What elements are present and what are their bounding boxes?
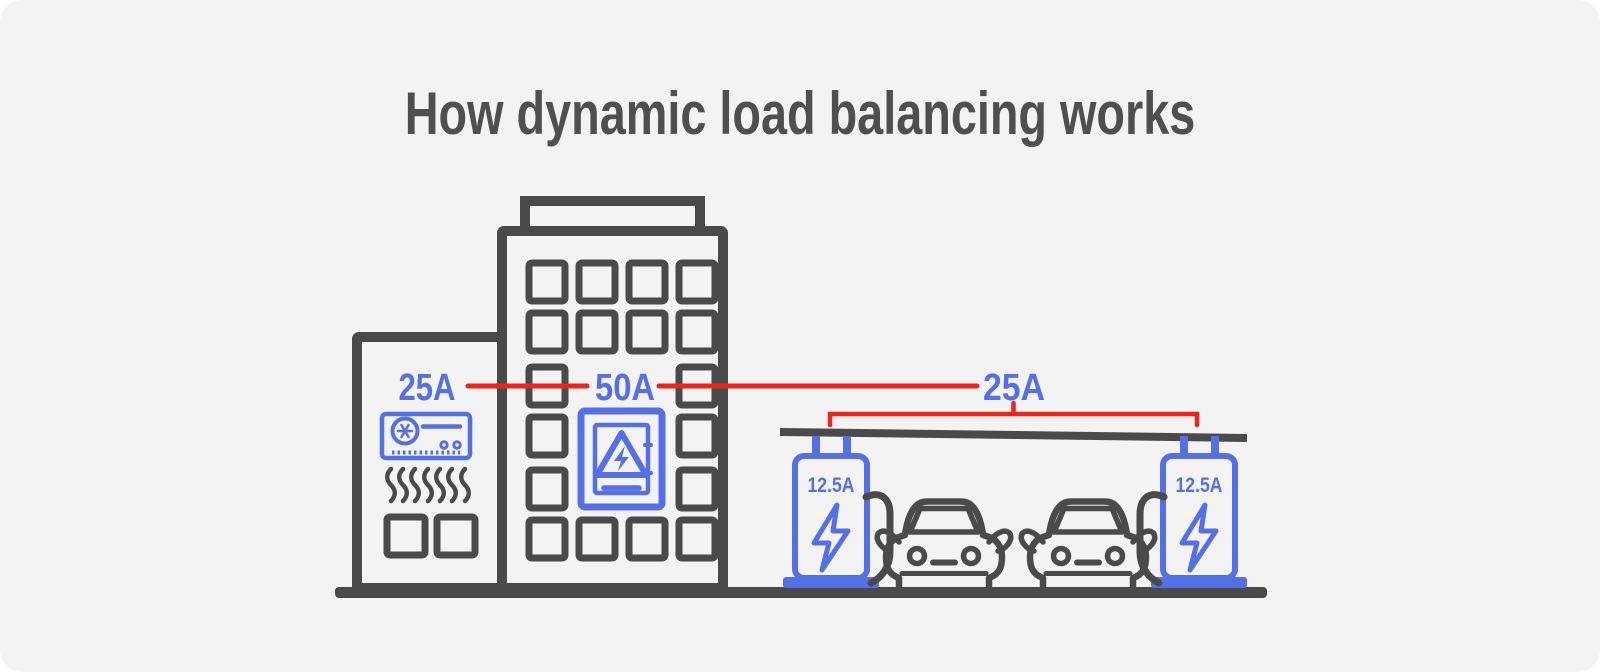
small-building-load-label: 25A [399, 367, 456, 409]
small-building-windows [383, 513, 479, 559]
load-distribution-lines [465, 383, 1200, 428]
window [383, 513, 429, 559]
charger-base [1151, 577, 1247, 588]
diagram-title: How dynamic load balancing works [404, 80, 1196, 147]
ev-charger-left: 12.5A [783, 436, 879, 588]
window [675, 259, 719, 305]
grille [930, 559, 958, 566]
car-right [1021, 502, 1154, 588]
lightning-bolt-icon [1179, 502, 1219, 573]
headlight [906, 545, 928, 567]
charger-right-current-label: 12.5A [1176, 474, 1223, 497]
window [525, 516, 569, 562]
window [433, 513, 479, 559]
tall-building-windows [525, 259, 719, 562]
window [675, 516, 719, 562]
window [575, 516, 619, 562]
window [675, 466, 719, 512]
window [525, 466, 569, 512]
charging-group-bracket [827, 400, 1200, 428]
side-mirror-right [986, 528, 1014, 554]
canopy [779, 428, 1248, 442]
lightning-bolt-icon [614, 446, 629, 471]
ac-unit-icon [379, 411, 473, 461]
lightning-bolt-icon [811, 502, 851, 573]
window [675, 413, 719, 459]
charging-group-load-label: 25A [983, 367, 1045, 409]
windshield [907, 505, 981, 535]
electrical-panel-icon [577, 407, 666, 511]
main-supply-label: 50A [595, 367, 655, 409]
window [675, 309, 719, 355]
charger-base [783, 577, 879, 588]
warning-triangle-icon [594, 430, 649, 478]
window [525, 309, 569, 355]
window [525, 413, 569, 459]
window [575, 259, 619, 305]
window [625, 259, 669, 305]
window [625, 309, 669, 355]
headlight [960, 545, 982, 567]
window [625, 516, 669, 562]
window [575, 309, 619, 355]
car-left [874, 498, 1014, 591]
window [525, 259, 569, 305]
charging-cable-right [1136, 491, 1168, 587]
ev-charger-right: 12.5A [1151, 436, 1247, 588]
tall-building [497, 196, 728, 593]
heat-waves-icon [385, 466, 471, 504]
charger-left-current-label: 12.5A [808, 474, 855, 497]
fan-blades-icon [396, 423, 414, 439]
charging-cable-left [862, 491, 894, 587]
ground-line [335, 587, 1267, 598]
